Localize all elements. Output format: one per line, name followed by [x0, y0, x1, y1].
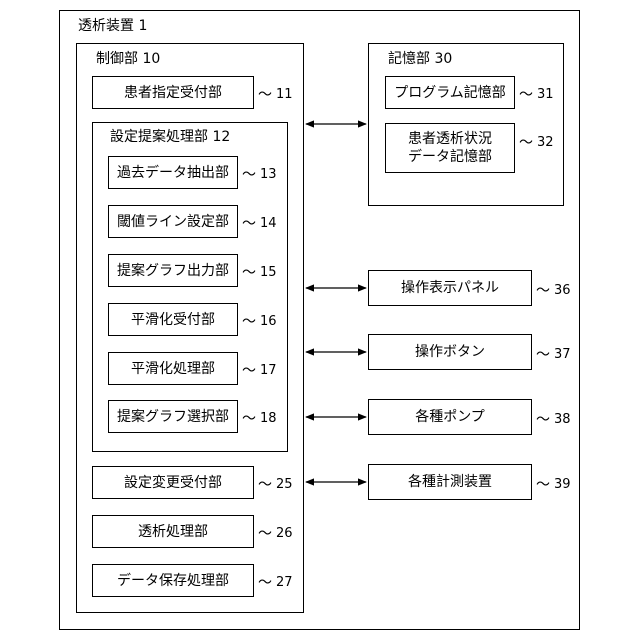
- connection-arrows: [0, 0, 640, 640]
